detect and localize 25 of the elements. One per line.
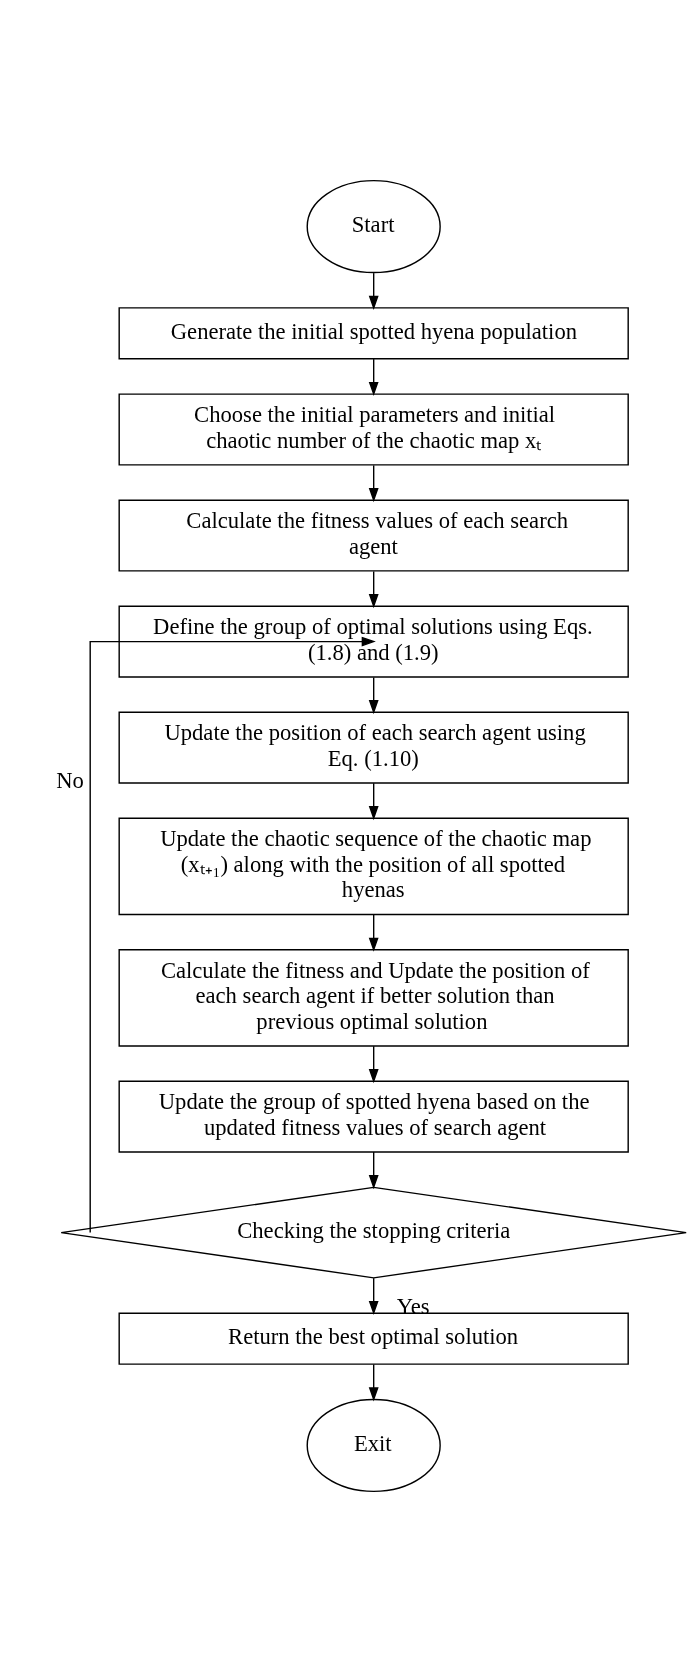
node-box: Calculate the fitness and Update the position of each search agent if better solution than previous optimal solution <box>118 949 629 1047</box>
arrow <box>368 272 379 310</box>
arrow <box>368 676 379 715</box>
arrow <box>368 913 379 952</box>
arrow <box>368 464 379 503</box>
node-diamond: Checking the stopping criteria <box>60 1186 687 1279</box>
node-box: Generate the initial spotted hyena population <box>118 307 629 360</box>
arrow <box>368 570 379 609</box>
node-box: Update the group of spotted hyena based on the updated fitness values of search agent <box>118 1080 629 1153</box>
edge-label: No <box>56 768 84 793</box>
arrow <box>368 1045 379 1084</box>
arrow <box>89 636 376 1234</box>
arrow <box>368 1151 379 1190</box>
arrow <box>368 358 379 397</box>
node-box: Update the position of each search agent using Eq. (1.10) <box>118 711 629 784</box>
node-ellipse: Exit <box>306 1398 441 1493</box>
node-box: Choose the initial parameters and initial chaotic number of the chaotic map xₜ <box>118 393 629 466</box>
node-box: Define the group of optimal solutions using Eqs. (1.8) and (1.9) <box>118 605 629 678</box>
node-box: Update the chaotic sequence of the chaotic map (xₜ₊₁) along with the position of all spotted hyenas <box>118 817 629 916</box>
node-box: Calculate the fitness values of each search agent <box>118 499 629 572</box>
arrow <box>368 1363 379 1402</box>
arrow <box>368 1277 379 1316</box>
node-box: Return the best optimal solution <box>118 1312 629 1365</box>
arrow <box>368 782 379 821</box>
node-ellipse: Start <box>306 179 441 274</box>
